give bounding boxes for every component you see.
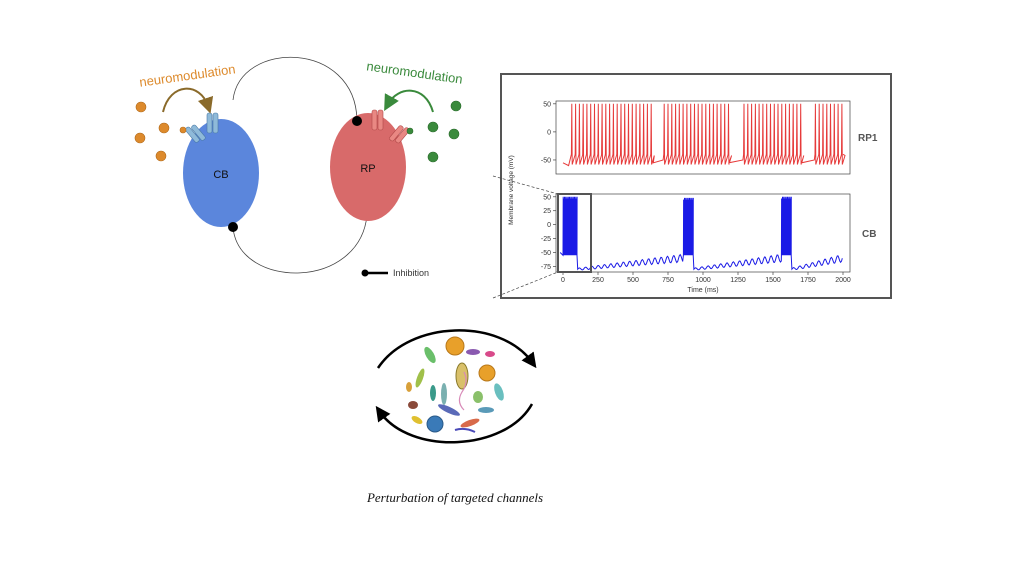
rp1-y-tick-label: 50 (543, 101, 551, 108)
zoom-line-bottom (492, 271, 559, 299)
cb-series-label: CB (862, 229, 876, 240)
connection-arc-top (232, 56, 358, 121)
cb-x-tick-label: 250 (592, 277, 604, 284)
cb-voltage-trace (559, 196, 843, 271)
rp1-y-ticks: 50 0 -50 (541, 101, 556, 164)
rp1-y-tick-label: -50 (541, 157, 551, 164)
orange-molecule-icon (134, 101, 187, 162)
cb-x-tick-label: 750 (662, 277, 674, 284)
modulation-arrow-right (384, 89, 434, 113)
cb-neuron (183, 119, 259, 227)
cycle-arrow-top (376, 329, 537, 369)
panel-frame (500, 73, 892, 299)
cb-y-tick-label: -75 (541, 264, 551, 271)
x-axis-label: Time (ms) (687, 287, 718, 294)
cb-x-tick-label: 1000 (695, 277, 711, 284)
inhibition-legend-label: Inhibition (393, 268, 429, 278)
cb-x-tick-label: 2000 (835, 277, 851, 284)
rp-neuron (330, 113, 406, 221)
rp-label: RP (360, 163, 375, 175)
cb-x-tick-label: 1500 (765, 277, 781, 284)
perturbation-cycle (375, 329, 537, 444)
cycle-arrow-bottom (375, 403, 534, 444)
neuromodulation-label-right: neuromodulation (366, 58, 464, 86)
inhibitory-synapse-rp (352, 116, 362, 126)
cb-x-ticks: 0 250 500 750 1000 1250 1500 1750 2000 (561, 272, 851, 284)
cb-y-tick-label: -50 (541, 250, 551, 257)
cb-y-tick-label: 0 (547, 222, 551, 229)
ion-channel-icon (185, 112, 219, 143)
zoom-box (557, 193, 592, 273)
figure-caption: Perturbation of targeted channels (366, 490, 544, 505)
microbe-cluster-icon (403, 333, 507, 437)
y-axis-label: Membrane voltage (mV) (508, 155, 515, 225)
cb-label: CB (213, 169, 228, 181)
cb-x-tick-label: 1250 (730, 277, 746, 284)
cb-x-tick-label: 1750 (800, 277, 816, 284)
zoom-line-top (492, 175, 559, 195)
cb-y-tick-label: 25 (543, 208, 551, 215)
circuit-diagram: CB RP neuromodulation neuromodulation (134, 56, 464, 278)
rp1-voltage-trace (562, 103, 846, 167)
cb-x-tick-label: 0 (561, 277, 565, 284)
cb-x-tick-label: 500 (627, 277, 639, 284)
rp1-y-tick-label: 0 (547, 129, 551, 136)
rp1-series-label: RP1 (858, 133, 878, 144)
green-molecule-icon (406, 100, 462, 163)
cb-y-tick-label: 50 (543, 194, 551, 201)
ion-channel-icon (371, 109, 410, 144)
inhibition-legend: Inhibition (361, 268, 429, 278)
cb-y-ticks: 50 25 0 -25 -50 -75 (541, 194, 556, 271)
modulation-arrow-left (162, 87, 214, 114)
inhibitory-synapse-cb (228, 222, 238, 232)
connection-arc-bottom (232, 214, 368, 274)
rp1-axes (555, 100, 851, 175)
cb-y-tick-label: -25 (541, 236, 551, 243)
neuromodulation-label-left: neuromodulation (138, 61, 236, 89)
